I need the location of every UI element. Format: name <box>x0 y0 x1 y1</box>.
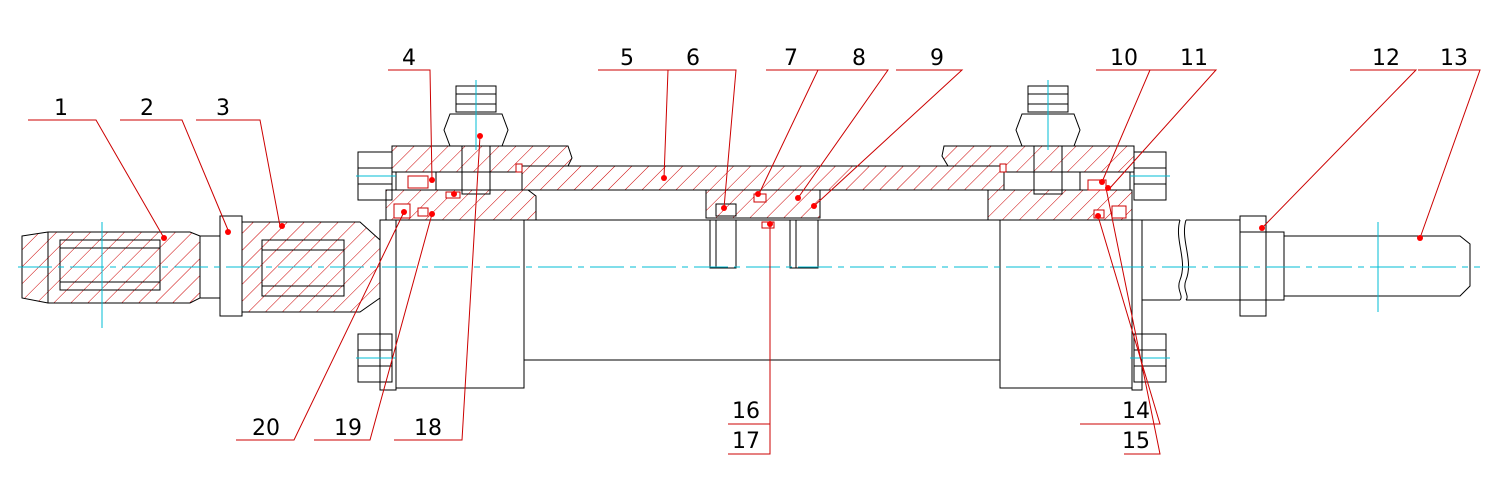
reference-dots <box>161 133 1423 241</box>
right-rod-end <box>1239 215 1471 317</box>
part-number-6: 6 <box>686 46 700 71</box>
part-number-8: 8 <box>852 46 866 71</box>
part-number-18: 18 <box>414 416 442 441</box>
part-number-3: 3 <box>216 96 230 121</box>
part-number-1: 1 <box>54 96 68 121</box>
part-number-20: 20 <box>252 416 280 441</box>
part-number-19: 19 <box>334 416 362 441</box>
right-end-cap <box>941 145 1167 391</box>
part-number-2: 2 <box>140 96 154 121</box>
part-number-4: 4 <box>402 46 416 71</box>
part-number-13: 13 <box>1440 46 1468 71</box>
part-number-10: 10 <box>1110 46 1138 71</box>
part-number-7: 7 <box>784 46 798 71</box>
left-end-cap <box>357 145 573 391</box>
part-number-12: 12 <box>1372 46 1400 71</box>
part-number-17: 17 <box>732 429 760 454</box>
part-number-9: 9 <box>930 46 944 71</box>
leader-lines <box>28 69 1481 455</box>
part-number-5: 5 <box>620 46 634 71</box>
part-number-14: 14 <box>1122 399 1150 424</box>
piston-rod <box>380 219 1240 301</box>
part-number-16: 16 <box>732 399 760 424</box>
centerlines <box>18 80 1480 359</box>
part-number-labels: 1 2 3 4 5 6 7 8 9 10 11 12 13 14 15 16 1… <box>54 46 1468 454</box>
left-lock-nut <box>199 215 243 317</box>
part-number-15: 15 <box>1122 429 1150 454</box>
piston-assembly <box>705 189 821 269</box>
part-number-11: 11 <box>1180 46 1208 71</box>
